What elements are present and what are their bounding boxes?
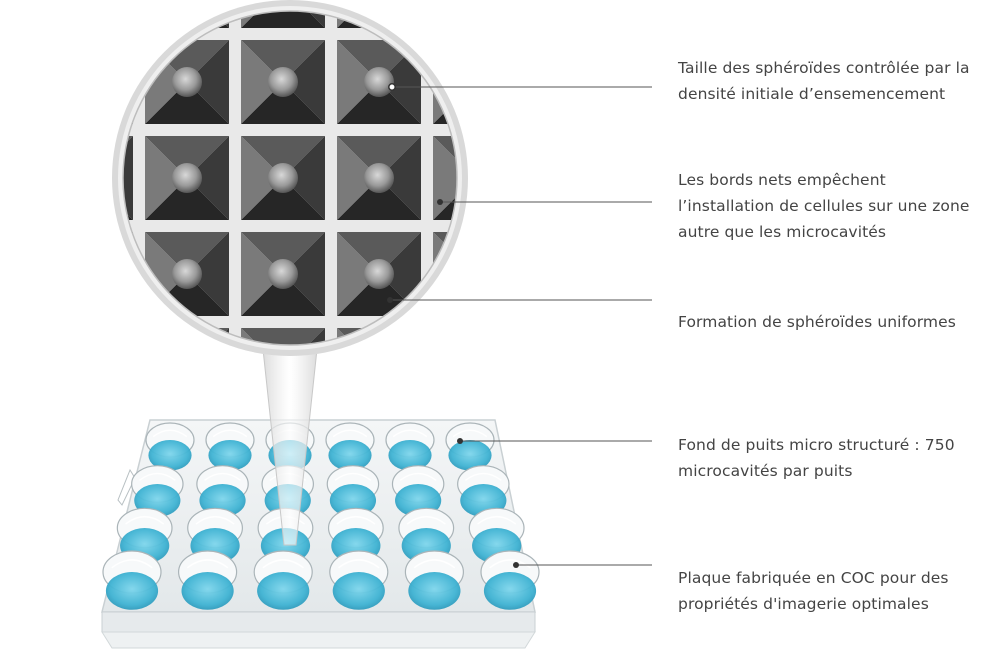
microcavity [241,328,325,345]
callout-sharp-edges: Les bords nets empêchent l’installation … [678,167,990,245]
plate-well [325,422,375,471]
callout-3-line-1: Formation de sphéroïdes uniformes [678,313,956,331]
spheroid [76,355,106,385]
leader-dot-1 [388,83,396,91]
plate-well [102,550,162,610]
spheroid [76,0,106,1]
spheroid [460,355,490,385]
spheroid [172,163,202,193]
microcavity [241,11,325,28]
microcavity [76,0,133,28]
leader-dot-2 [437,199,443,205]
spheroid [76,259,106,289]
plate-well [205,422,255,471]
plate-well [385,422,435,471]
callout-2-line-2: l’installation de cellules sur une zone [678,197,970,215]
microcavity [145,40,229,124]
spheroid [76,67,106,97]
callout-2-line-1: Les bords nets empêchent [678,171,886,189]
spheroid [172,67,202,97]
magnifier-circle [76,0,490,385]
spheroid [460,259,490,289]
leader-dots [387,83,519,568]
microcavity [76,328,133,385]
leader-dot-5 [513,562,519,568]
callout-5-line-2: propriétés d'imagerie optimales [678,595,929,613]
callout-spheroid-size: Taille des sphéroïdes contrôlée par la d… [678,55,990,107]
leader-dot-4 [457,438,463,444]
leader-dot-3 [387,297,393,303]
spheroid [172,0,202,1]
microcavity [433,328,490,385]
callout-2-line-3: autre que les microcavités [678,223,887,241]
well-plate [101,419,540,649]
microcavity [241,232,325,316]
microcavity [145,328,229,385]
spheroid [364,0,394,1]
microcavity [241,136,325,220]
callout-microstructured-bottom: Fond de puits micro structuré : 750 micr… [678,432,990,484]
plate-well [145,422,195,471]
spheroid [172,355,202,385]
plate-well [404,550,464,610]
callout-5-line-1: Plaque fabriquée en COC pour des [678,569,949,587]
callout-uniform-spheroids: Formation de sphéroïdes uniformes [678,309,990,335]
microcavity [337,136,421,220]
spheroid [364,259,394,289]
leader-lines [390,86,652,566]
callout-coc-plate: Plaque fabriquée en COC pour des proprié… [678,565,990,617]
plate-well [178,550,238,610]
plate-well [187,507,244,564]
microcavity [433,136,457,220]
callout-4-line-2: microcavités par puits [678,462,853,480]
callout-1-line-2: densité initiale d’ensemencement [678,85,946,103]
spheroid [364,355,394,385]
spheroid [268,67,298,97]
plate-well [480,550,540,610]
spheroid [268,163,298,193]
spheroid [364,163,394,193]
microcavity [433,0,490,28]
microcavity [76,40,133,124]
plate-well [329,550,389,610]
microcavity [145,136,229,220]
spheroid [172,259,202,289]
spheroid [460,67,490,97]
spheroid [364,67,394,97]
spheroid [268,259,298,289]
plate-well [445,422,495,471]
callout-4-line-1: Fond de puits micro structuré : 750 [678,436,955,454]
spheroid [460,0,490,1]
spheroid [76,163,106,193]
callout-1-line-1: Taille des sphéroïdes contrôlée par la [678,59,970,77]
microcavity [241,40,325,124]
plate-well [253,550,313,610]
microcavity [145,232,229,316]
plate-well [398,507,455,564]
microcavity [76,232,133,316]
